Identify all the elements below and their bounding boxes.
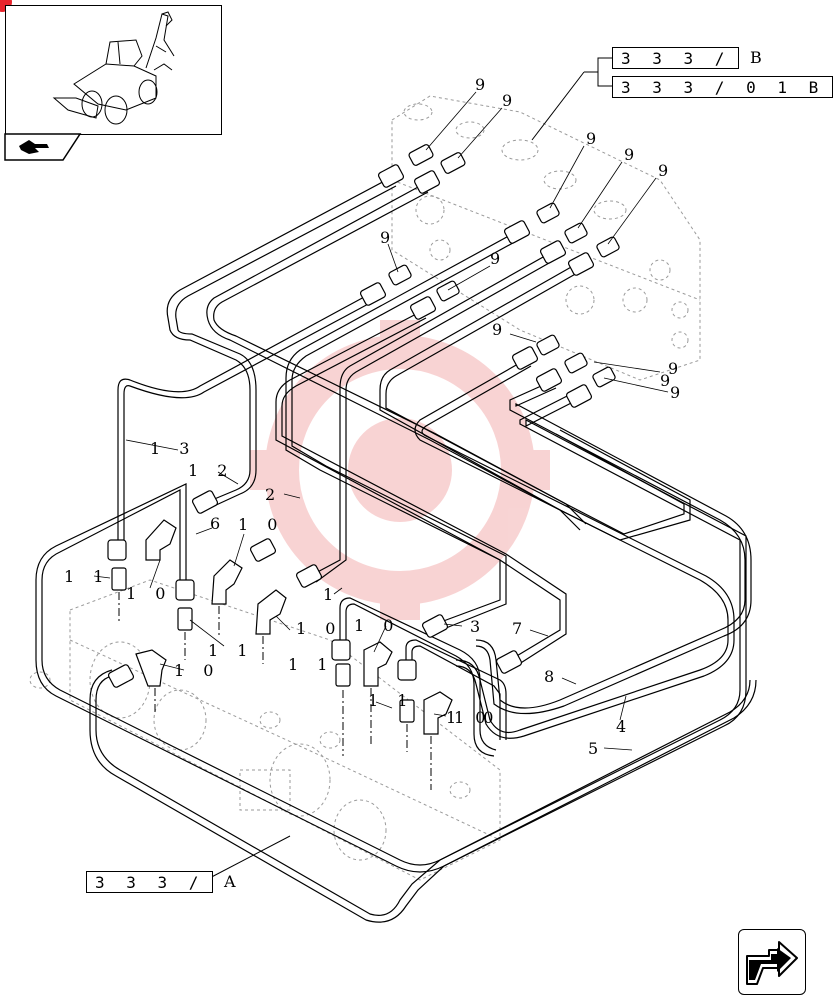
callout-label: 9 [668,359,686,378]
callout-label: 9 [492,320,510,339]
fitting-nut [377,164,405,188]
backhoe-loader-icon [52,11,175,125]
callout-label: 9 [660,371,678,390]
reference-suffix-bottom: A [224,872,242,891]
callout-label: 3 [470,617,488,636]
centerlines [118,592,432,790]
callout-label: 1 0 [238,515,285,534]
reference-box-top-primary[interactable]: 3 3 3 / [612,47,740,69]
callout-label: 5 [588,739,606,758]
callout-label: 1 1 [64,567,111,586]
view-tab[interactable] [4,133,82,161]
next-page-arrow-icon [746,941,798,985]
callout-label: 1 0 [454,708,501,727]
reference-box-bottom[interactable]: 3 3 3 / [86,871,214,893]
reference-suffix-top-primary: B [750,48,768,67]
adapter-union [440,152,466,174]
callout-label: 1 0 [446,708,493,727]
callout-label: 1 0 [354,616,401,635]
callout-label: 9 [380,228,398,247]
callout-label: 9 [586,129,604,148]
reference-box-top-secondary[interactable]: 3 3 3 / 0 1 B [612,76,833,98]
callout-label: 1 [323,585,341,604]
callout-leaders [93,91,669,751]
upper-fittings [359,144,620,408]
callout-label: 1 0 [174,661,221,680]
callout-label: 1 0 [296,619,343,638]
lower-fittings [107,490,523,735]
callout-label: 1 2 [188,461,235,480]
callout-label: 9 [475,75,493,94]
callout-label: 1 1 [288,655,335,674]
callout-label: 6 [210,514,228,533]
callout-label: 2 [265,485,283,504]
brand-gear-watermark [250,320,550,620]
callout-label: 7 [512,619,530,638]
hydraulic-pipe-diagram [29,57,757,923]
upper-valve-block-outline [391,95,701,381]
next-page-button[interactable] [738,929,806,995]
fitting-nut [413,170,441,194]
callout-label: 9 [490,249,508,268]
callout-label: 9 [502,91,520,110]
callout-label: 4 [616,717,634,736]
machine-thumbnail[interactable] [5,5,222,135]
callout-label: 9 [670,383,688,402]
adapter-union [408,144,434,166]
callout-label: 1 1 [208,641,255,660]
hand-pointer-icon [19,140,49,154]
callout-label: 1 1 [368,691,415,710]
callout-label: 1 0 [126,584,173,603]
callout-label: 9 [624,145,642,164]
callout-label: 8 [544,667,562,686]
callout-label: 9 [658,161,676,180]
callout-label: 1 3 [150,439,197,458]
pipe-set [35,177,757,923]
